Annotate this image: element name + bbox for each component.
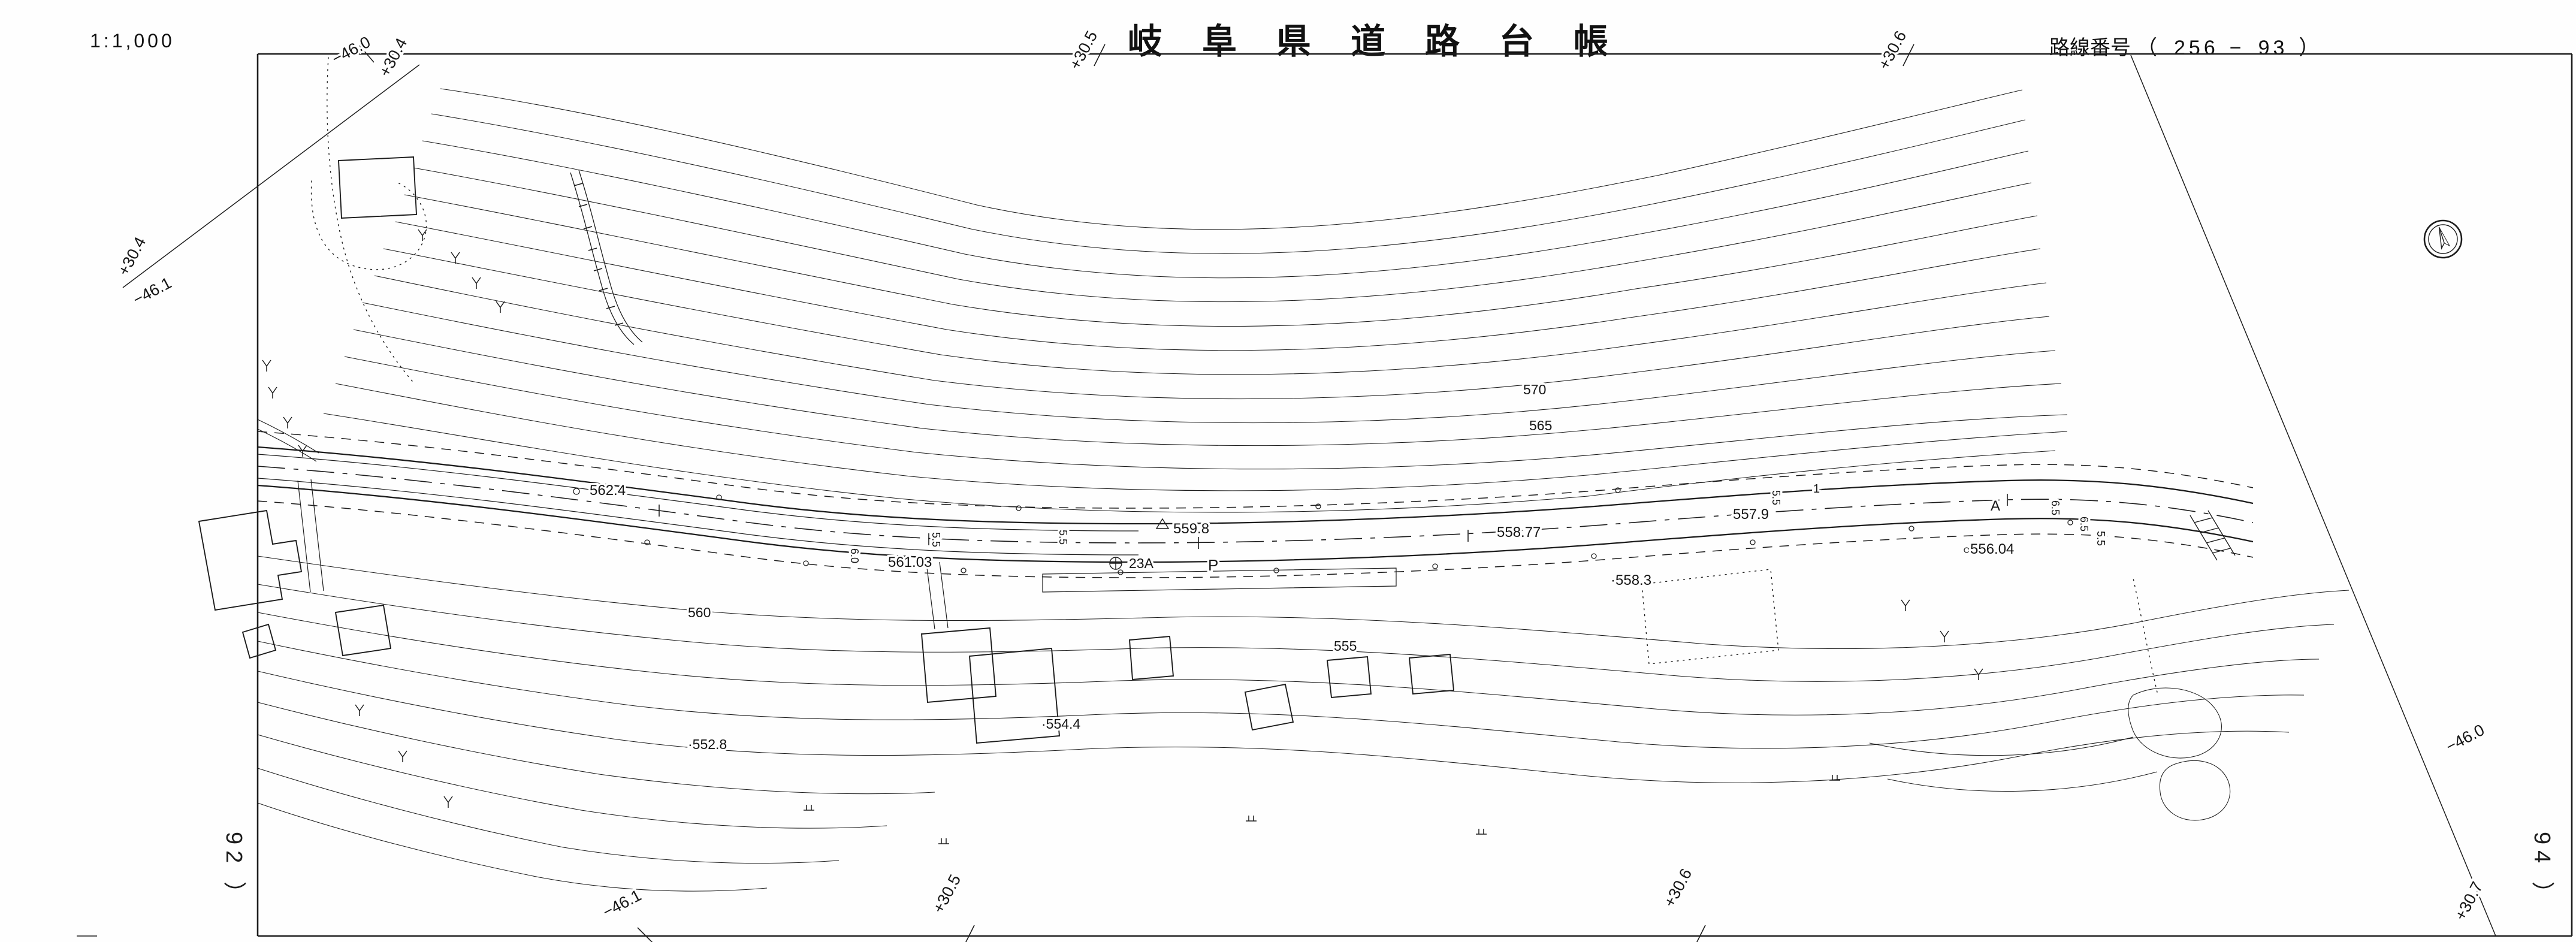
- spot-elevation: ·552.8: [688, 736, 727, 752]
- route-close-paren: ）: [2299, 37, 2320, 59]
- spot-elevation: 559.8: [1173, 521, 1209, 537]
- match-line-right: [2130, 55, 2496, 937]
- match-lines: [122, 55, 2496, 937]
- steps-symbol: [2190, 510, 2236, 561]
- right-of-way-south: [257, 500, 2254, 578]
- shoulder-line-north: [257, 454, 1139, 532]
- building: [1128, 635, 1174, 681]
- spot-elevation: 562.4: [590, 482, 626, 499]
- width-label: 6.0: [848, 548, 860, 563]
- scale-label: 1:1,000: [90, 30, 175, 52]
- shoulder-line-south: [257, 478, 1139, 555]
- route-open-paren: （: [2137, 37, 2157, 59]
- retaining-wall: [1042, 567, 1397, 593]
- grid-label: +30.6: [1660, 865, 1696, 910]
- parcel-boundary: [1641, 569, 1779, 665]
- footpaths: [310, 57, 427, 382]
- circled-plus-benchmark: [1109, 557, 1122, 570]
- width-label: 5.5: [1057, 530, 1069, 545]
- pond: [2159, 760, 2231, 821]
- parking-label: P: [1208, 556, 1218, 574]
- route-number: 路線番号（256−93）: [2049, 31, 2325, 61]
- map-labels: −46.0+30.4+30.5+30.6+30.4−46.1−46.1+30.5…: [112, 26, 2489, 925]
- spot-elevation: ·554.4: [1041, 716, 1080, 732]
- grid-label: −46.1: [600, 886, 644, 922]
- building: [920, 627, 997, 704]
- width-label: 5.5: [930, 532, 942, 547]
- spot-elevation: 557.9: [1733, 506, 1769, 523]
- contour-label: 570: [1523, 382, 1546, 397]
- utility-poles: [573, 487, 2073, 575]
- creek: [570, 170, 643, 345]
- building: [338, 156, 417, 219]
- width-label: 6.5: [2049, 500, 2061, 515]
- vegetation-symbols: [262, 229, 1983, 844]
- map-frame: [77, 53, 2573, 937]
- station-label: 23A: [1129, 555, 1154, 571]
- width-label: 6.5: [2078, 517, 2090, 532]
- grid-ticks: [359, 44, 1914, 942]
- route-to: 93: [2258, 37, 2288, 59]
- building: [198, 509, 303, 611]
- station-label: 1: [1813, 482, 1820, 496]
- station-label: A: [1991, 498, 2000, 514]
- building: [334, 604, 392, 657]
- route-caption: 路線番号: [2049, 37, 2131, 59]
- grid-label: +30.5: [929, 871, 965, 916]
- grid-label: −46.0: [2443, 721, 2487, 756]
- north-arrow-icon: [2423, 219, 2463, 259]
- contour-lines-lower: [257, 555, 2349, 892]
- grid-label: −46.0: [329, 33, 373, 68]
- contour-lines-upper: [323, 88, 2068, 513]
- building: [1408, 653, 1455, 695]
- width-label: 5.5: [2095, 531, 2107, 546]
- building: [968, 647, 1061, 744]
- building: [1326, 656, 1372, 699]
- building: [1244, 683, 1294, 731]
- grid-label: −46.1: [130, 274, 174, 309]
- contour-label: 555: [1334, 638, 1357, 654]
- buildings: [198, 156, 1779, 744]
- grid-label: +30.4: [376, 35, 411, 79]
- spot-elevation: ·558.3: [1611, 572, 1651, 588]
- grid-label: +30.5: [1066, 28, 1101, 72]
- building: [241, 623, 277, 659]
- survey-marks: [1109, 518, 1170, 570]
- width-label: 5.5: [1770, 490, 1782, 505]
- road-edge-north: [257, 446, 2254, 525]
- road-centerline: [257, 466, 2254, 544]
- road-edge-south: [257, 484, 2254, 563]
- spot-elevation: 561.03: [888, 554, 932, 570]
- match-line-left: [122, 64, 420, 288]
- pond: [2128, 687, 2222, 759]
- grid-label: +30.6: [1875, 28, 1910, 72]
- contour-label: 565: [1529, 418, 1552, 433]
- triangle-benchmark: [1155, 518, 1170, 529]
- chainage-ticks: [659, 494, 2008, 549]
- contour-label: 560: [688, 605, 711, 620]
- route-from: 256: [2174, 37, 2219, 59]
- road: [257, 419, 2254, 630]
- spot-elevation: 558.77: [1497, 524, 1541, 541]
- right-of-way-north: [257, 431, 2254, 509]
- driveways: [257, 419, 949, 630]
- spot-elevation: 556.04: [1970, 541, 2014, 557]
